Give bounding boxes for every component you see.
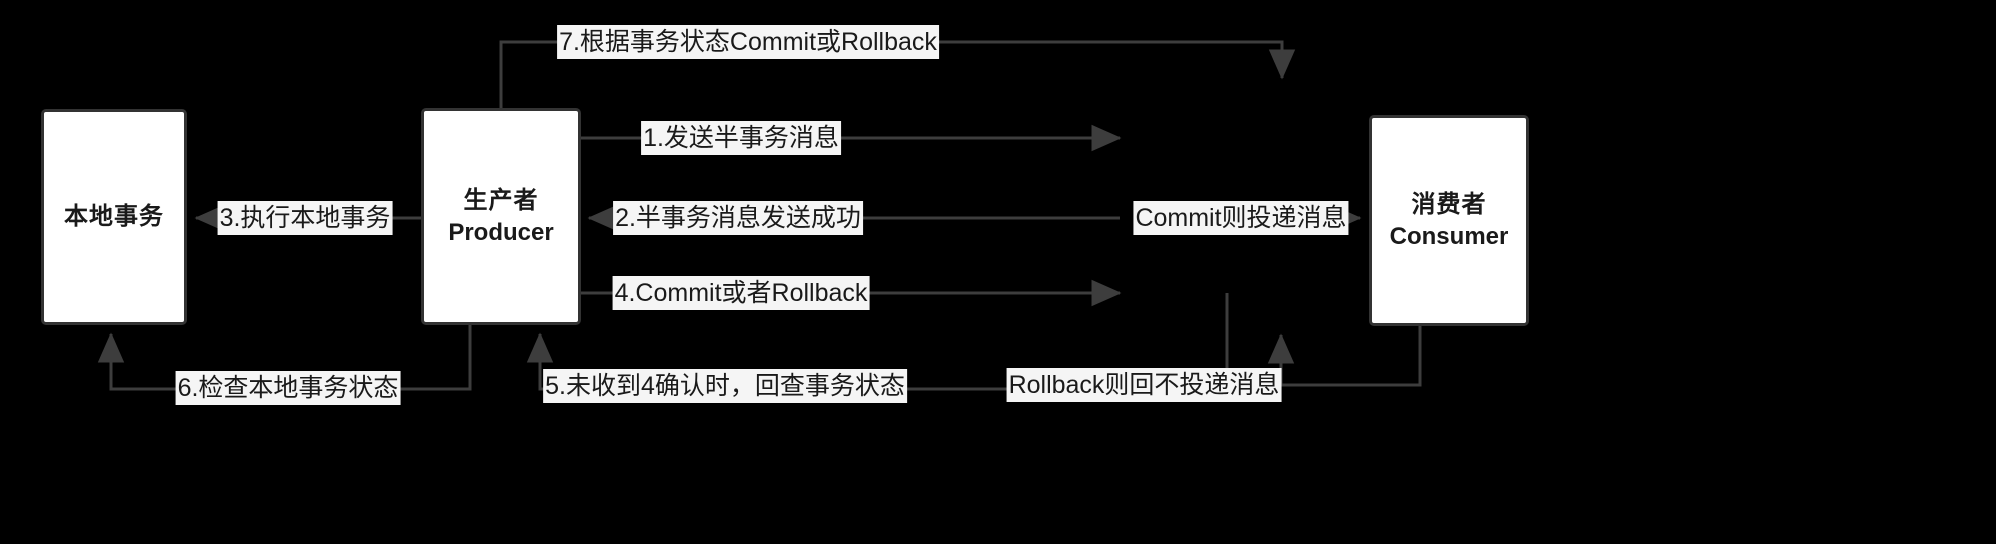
edge-path-rollback bbox=[1267, 272, 1422, 387]
edge-label-commit: Commit则投递消息 bbox=[1133, 201, 1349, 235]
node-consumer[interactable]: 消费者 Consumer bbox=[1369, 115, 1529, 326]
edge-label-1: 1.发送半事务消息 bbox=[641, 121, 841, 155]
node-producer[interactable]: 生产者 Producer bbox=[421, 108, 581, 325]
node-consumer-label-en: Consumer bbox=[1389, 222, 1509, 250]
edge-label-4: 4.Commit或者Rollback bbox=[612, 276, 870, 310]
edge-label-rollback: Rollback则回不投递消息 bbox=[1006, 368, 1282, 402]
edge-label-6: 6.检查本地事务状态 bbox=[175, 371, 401, 405]
node-local-transaction-label: 本地事务 bbox=[64, 203, 164, 231]
node-local-transaction[interactable]: 本地事务 bbox=[41, 109, 187, 325]
node-consumer-label-cn: 消费者 bbox=[1411, 191, 1487, 219]
edge-label-2: 2.半事务消息发送成功 bbox=[613, 201, 863, 235]
edge-label-5: 5.未收到4确认时，回查事务状态 bbox=[543, 369, 907, 403]
edge-label-7: 7.根据事务状态Commit或Rollback bbox=[557, 25, 939, 59]
node-producer-label-en: Producer bbox=[448, 218, 554, 246]
edge-label-3: 3.执行本地事务 bbox=[217, 201, 393, 235]
node-producer-label-cn: 生产者 bbox=[463, 187, 539, 215]
